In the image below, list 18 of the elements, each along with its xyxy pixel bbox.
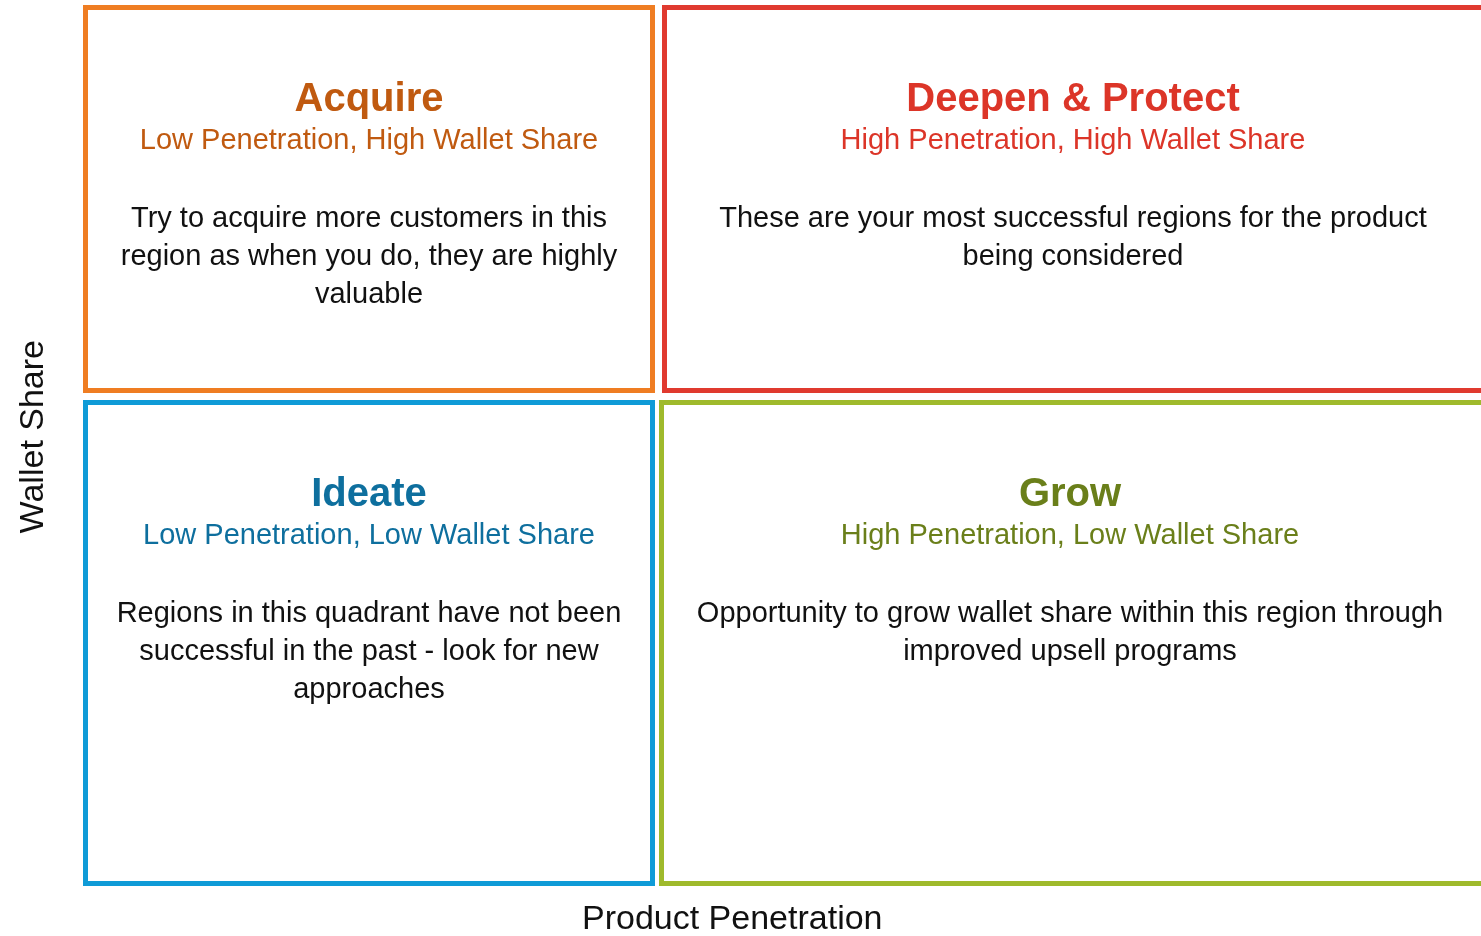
axis-label: Product Penetration <box>582 898 883 936</box>
quadrant-box <box>83 5 655 393</box>
quadrant-description: Try to acquire more customers in this region as when you do, they are highly valuable <box>119 200 619 311</box>
quadrant-title: Deepen & Protect <box>906 74 1240 120</box>
quadrant-box <box>83 400 655 886</box>
quadrant-title: Ideate <box>311 469 427 515</box>
quadrant-title: Acquire <box>294 74 444 120</box>
quadrant-description: Regions in this quadrant have not been successful in the past - look for new approaches <box>115 595 623 706</box>
quadrant-box <box>662 5 1481 393</box>
quadrant-description: Opportunity to grow wallet share within this region through improved upsell programs <box>695 595 1445 668</box>
axis-label: Wallet Share <box>12 340 51 534</box>
quadrant-subtitle: High Penetration, Low Wallet Share <box>840 517 1300 552</box>
quadrant-subtitle: Low Penetration, Low Wallet Share <box>143 517 595 552</box>
quadrant-subtitle: Low Penetration, High Wallet Share <box>139 122 599 157</box>
quadrant-description: These are your most successful regions for the product being considered <box>718 200 1428 273</box>
quadrant-subtitle: High Penetration, High Wallet Share <box>840 122 1306 157</box>
quadrant-box <box>659 400 1481 886</box>
quadrant-title: Grow <box>1018 469 1122 515</box>
